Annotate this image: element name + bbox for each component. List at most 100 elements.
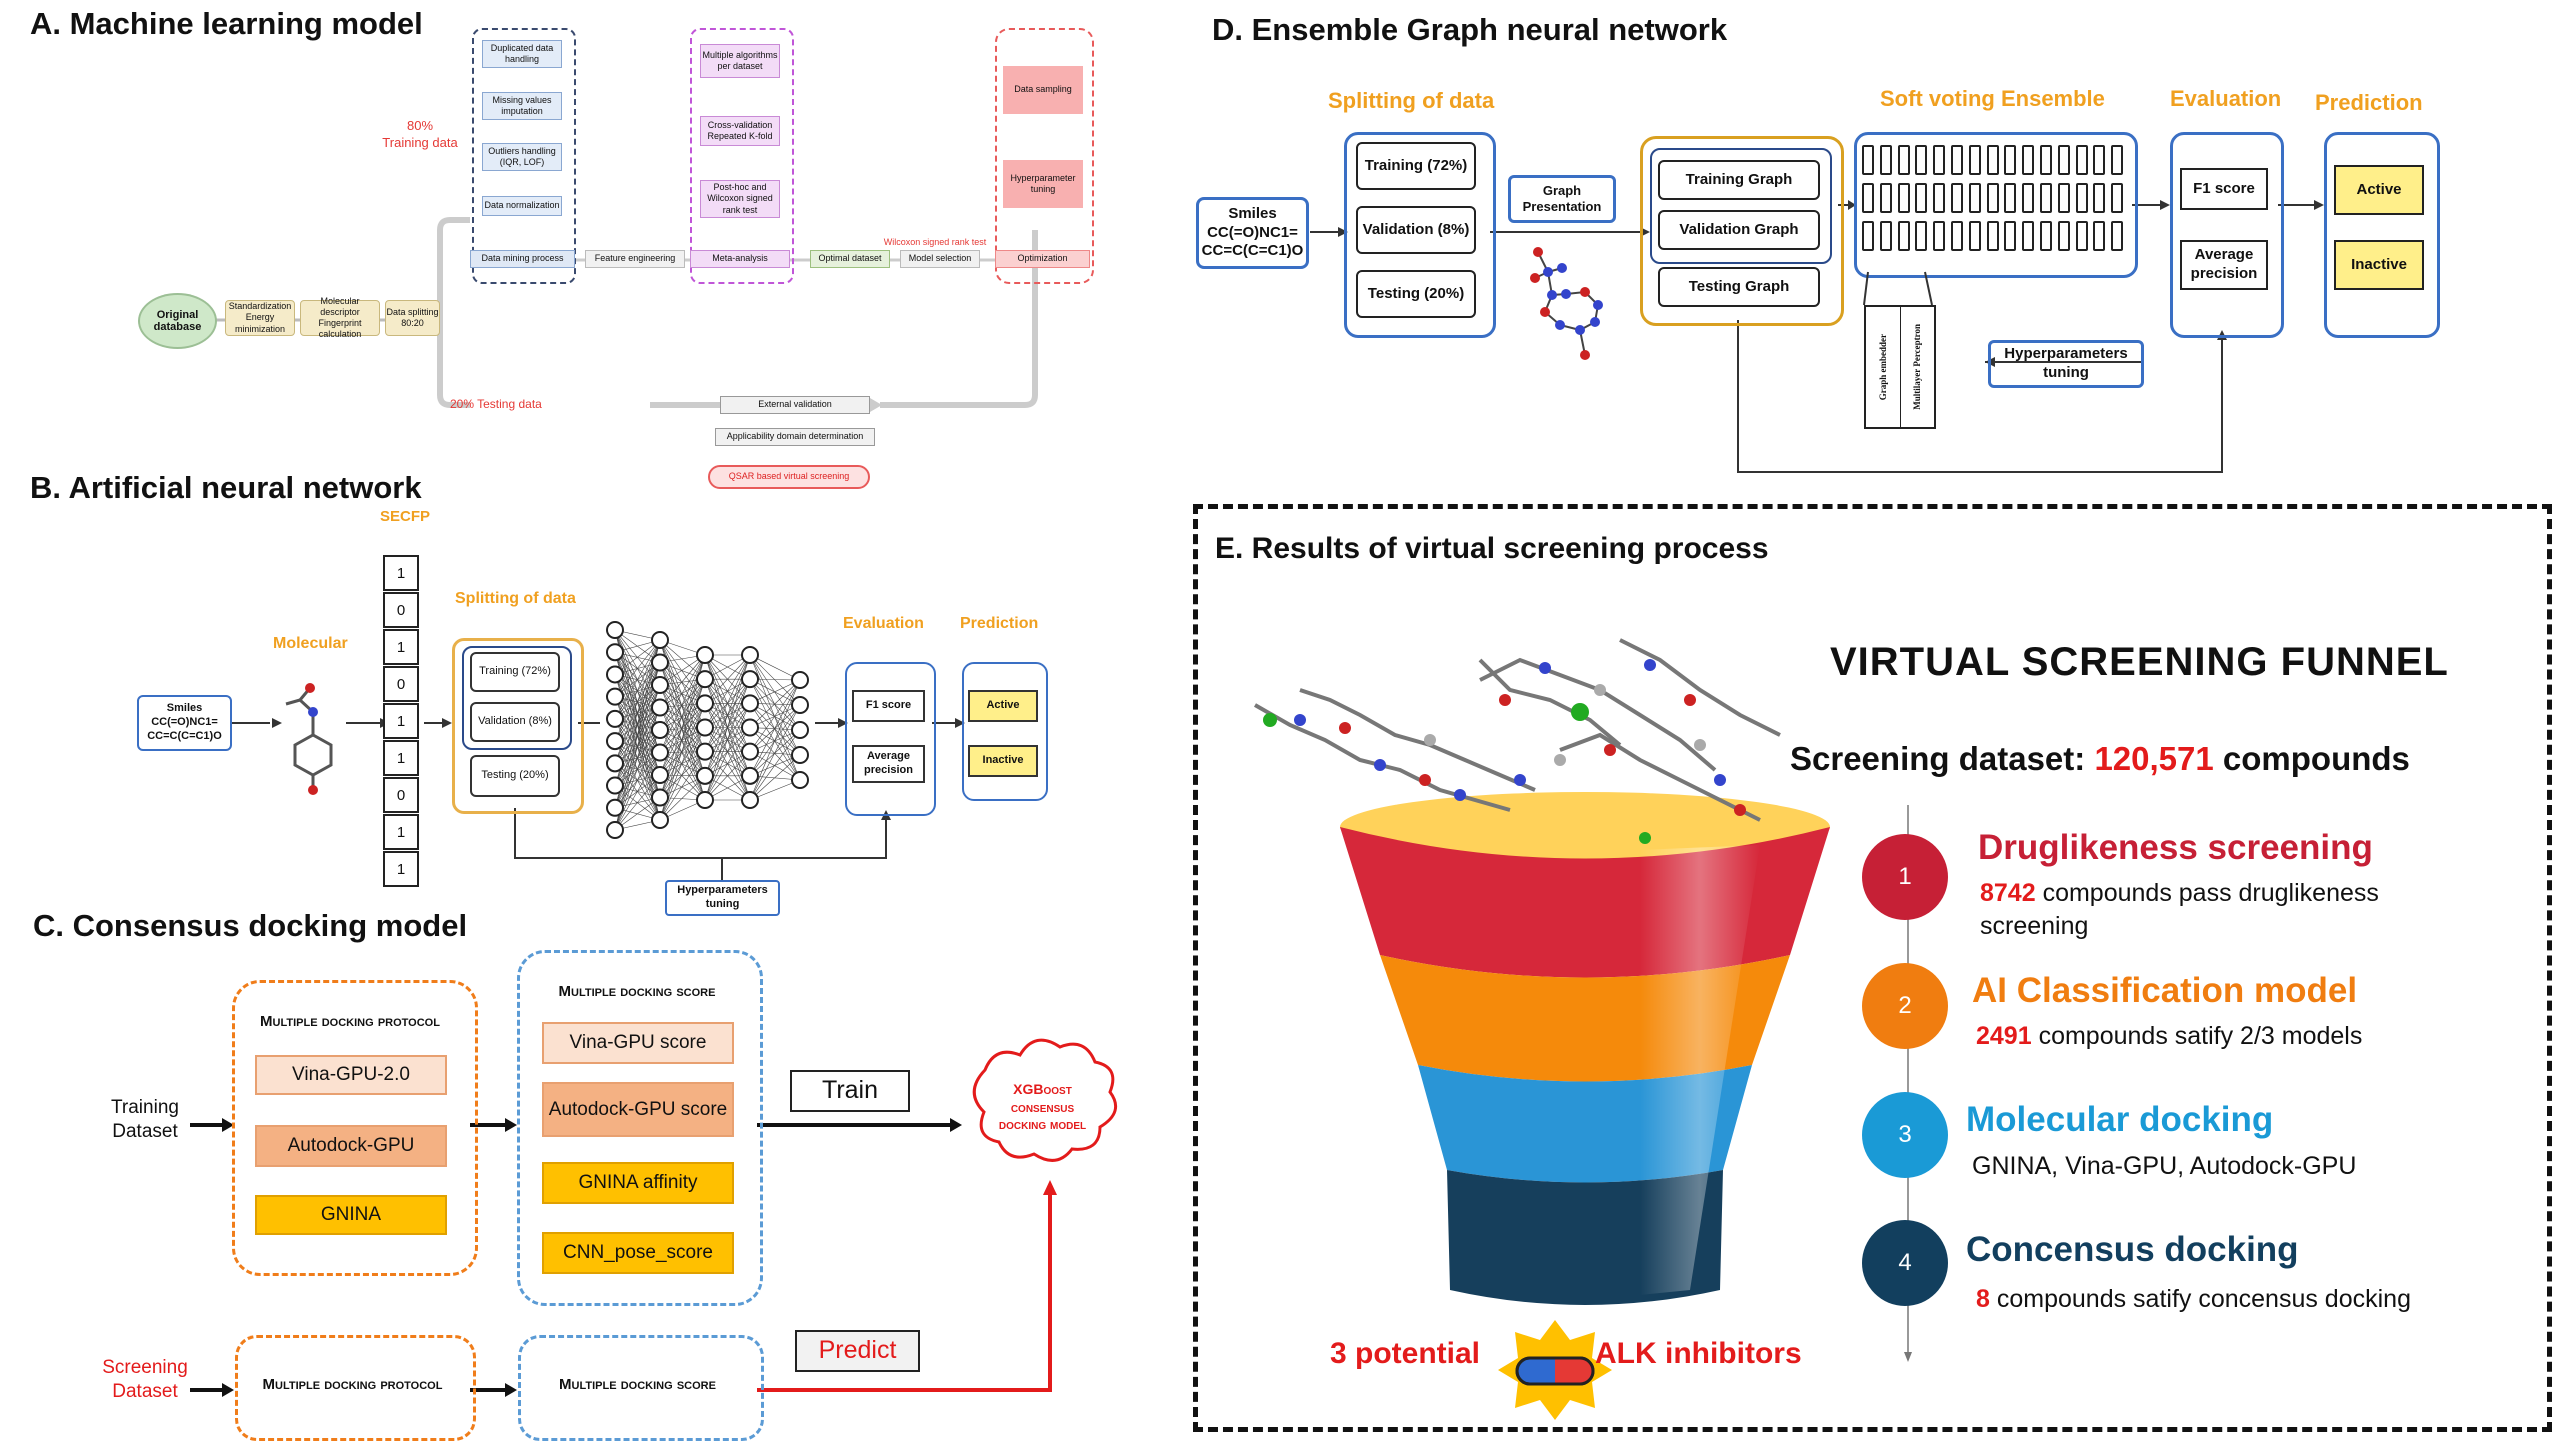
meta-step-2-label: Cross-validation Repeated K-fold (707, 119, 773, 141)
standardization-label: Standardization Energy minimization (228, 301, 292, 334)
nn-edge (704, 654, 751, 704)
training-dataset-label: Training Dataset (95, 1095, 195, 1145)
smiles-b-text: Smiles CC(=O)NC1= CC=C(C=C1)O (147, 702, 222, 742)
nn-edge (659, 678, 706, 731)
nn-edge (659, 684, 706, 728)
dataset-prefix: Screening dataset: (1790, 740, 2095, 777)
testing-b-label: Testing (20%) (481, 769, 549, 782)
nn-node (651, 766, 669, 784)
secfp-bit: 1 (383, 703, 419, 739)
qsar-box: QSAR based virtual screening (708, 465, 870, 489)
ensemble-model-cell (2111, 183, 2124, 213)
smiles-box-d: Smiles CC(=O)NC1= CC=C(C=C1)O (1196, 197, 1309, 269)
nn-edge (704, 727, 751, 801)
step-2-desc: 2491 compounds satify 2/3 models (1976, 1020, 2362, 1053)
splitting-label-b: Splitting of data (455, 590, 576, 607)
ensemble-model-cell (1951, 145, 1963, 175)
nn-node (606, 621, 624, 639)
molecule-cluster (1254, 638, 1781, 822)
nn-edge (749, 703, 801, 731)
training-pct: 80% (406, 118, 434, 133)
screening-dataset-label: Screening Dataset (95, 1355, 195, 1405)
ensemble-model-cell (1862, 183, 1874, 213)
panel-e-title: E. Results of virtual screening process (1215, 532, 1769, 565)
panel-d-title: D. Ensemble Graph neural network (1212, 12, 1728, 47)
nn-node (651, 698, 669, 717)
mining-step-3-label: Outliers handling (IQR, LOF) (488, 145, 556, 167)
nn-edge (659, 729, 706, 777)
nn-node (741, 742, 759, 761)
protocol-gnina-text: GNINA (320, 1204, 382, 1226)
prediction-group-b (962, 662, 1048, 801)
nn-node (606, 798, 624, 817)
training-dataset-text: Training Dataset (111, 1097, 179, 1142)
testing-data-label: 20% Testing data (450, 397, 542, 411)
score-gnina: GNINA affinity (542, 1162, 734, 1204)
evaluation-label-d: Evaluation (2170, 86, 2282, 111)
score-gnina-text: GNINA affinity (578, 1172, 698, 1194)
feature-engineering-box: Feature engineering (585, 250, 685, 268)
meta-step-3: Post-hoc and Wilcoxon signed rank test (700, 180, 780, 218)
ensemble-model-cell (1933, 221, 1946, 251)
train-label-box: Train (790, 1070, 910, 1112)
nn-edge (659, 703, 706, 753)
ensemble-model-cell (1897, 145, 1910, 175)
splitting-group-d (1344, 132, 1496, 338)
ensemble-model-cell (2022, 183, 2035, 213)
testing-graph-box: Testing Graph (1658, 267, 1820, 307)
inactive-d-label: Inactive (2351, 255, 2407, 273)
nn-edge (749, 654, 801, 731)
training-data-label: Training data (382, 135, 458, 150)
nn-edge (749, 654, 801, 681)
ensemble-model-cell (2040, 221, 2052, 251)
step-2-num: 2 (1898, 992, 1912, 1019)
nn-edge (659, 662, 706, 728)
score-group (517, 950, 763, 1306)
nn-edge (614, 797, 661, 831)
nn-edge (659, 707, 706, 801)
nn-edge (659, 751, 706, 798)
protocol-title-text: Multiple docking protocol (260, 1013, 440, 1031)
dataset-suffix: compounds (2213, 740, 2410, 777)
data-mining-group (472, 28, 576, 284)
ensemble-model-cell (2093, 183, 2106, 213)
mining-step-1-label: Duplicated data handling (490, 42, 554, 64)
nn-node (651, 743, 669, 762)
evaluation-label-b: Evaluation (843, 615, 924, 632)
nn-node (651, 631, 669, 649)
ensemble-model-cell (2004, 145, 2017, 175)
ensemble-model-cell (2057, 221, 2070, 251)
predict-label-text: Predict (818, 1336, 897, 1365)
ensemble-model-cell (2075, 145, 2088, 175)
meta-step-2: Cross-validation Repeated K-fold (700, 116, 780, 146)
ensemble-group (1854, 132, 2138, 278)
ensemble-model-cell (2040, 183, 2052, 213)
nn-node (606, 709, 624, 728)
ensemble-model-cell (2093, 221, 2106, 251)
graph-molecule-nodes (1530, 247, 1603, 360)
step-3-title: Molecular docking (1966, 1100, 2274, 1139)
xgboost-model-text: XGBoost consensus docking model (998, 1081, 1087, 1133)
ensemble-model-cell (1933, 183, 1946, 213)
active-box-b: Active (968, 690, 1038, 722)
protocol-group (232, 980, 478, 1276)
panel-e-frame (1193, 504, 2552, 1432)
secfp-bit: 1 (383, 629, 419, 665)
applicability-box: Applicability domain determination (715, 428, 875, 446)
nn-edge (659, 654, 706, 686)
protocol-autodock: Autodock-GPU (255, 1125, 447, 1167)
nn-node (741, 791, 759, 809)
protocol-vina-text: Vina-GPU-2.0 (292, 1064, 410, 1086)
nn-edge (659, 707, 706, 776)
nn-edge (704, 654, 751, 728)
result-suffix: ALK inhibitors (1595, 1337, 1802, 1370)
opt-step-2: Hyperparameter tuning (1003, 160, 1083, 208)
panel-b-title: B. Artificial neural network (30, 470, 422, 505)
nn-node (651, 653, 669, 672)
secfp-bit: 0 (383, 592, 419, 628)
nn-edge (749, 679, 801, 704)
validation-box-d: Validation (8%) (1356, 206, 1476, 254)
